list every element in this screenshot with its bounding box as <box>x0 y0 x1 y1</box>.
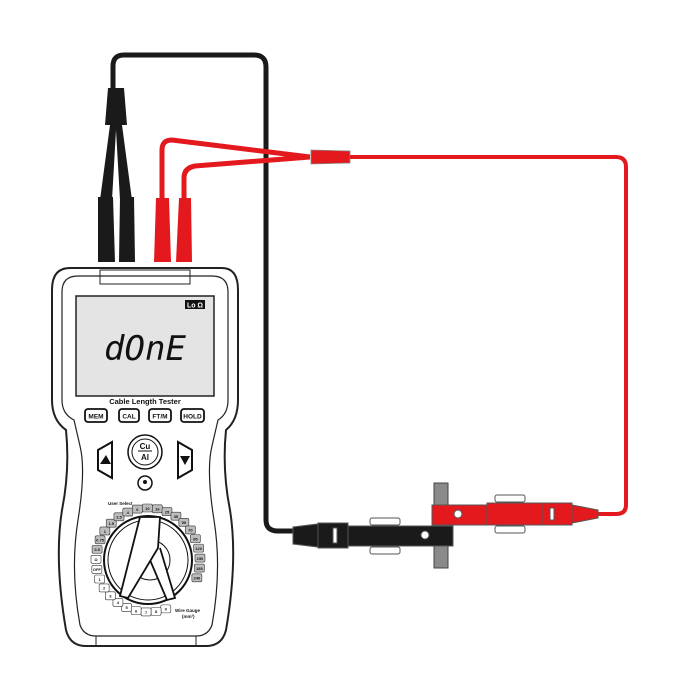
svg-text:MEM: MEM <box>88 414 103 421</box>
lcd-screen <box>75 295 215 397</box>
dial-position-0.75[interactable]: 0.75 <box>94 535 106 545</box>
svg-text:4: 4 <box>117 600 120 605</box>
svg-text:6: 6 <box>136 507 139 512</box>
dial-position-2.5[interactable]: 2.5 <box>113 512 125 522</box>
dial-position-1[interactable]: 1 <box>94 574 105 584</box>
svg-text:1: 1 <box>98 577 101 582</box>
red-plug-1 <box>154 198 171 262</box>
svg-text:0.75: 0.75 <box>96 538 105 543</box>
svg-text:OFF: OFF <box>93 567 102 572</box>
device-name: Cable Length Tester <box>109 397 181 406</box>
backlight-button[interactable] <box>137 475 153 491</box>
svg-text:Al: Al <box>141 453 149 462</box>
svg-text:5: 5 <box>125 605 128 610</box>
svg-text:4: 4 <box>127 510 130 515</box>
dial-position-1.5[interactable]: 1.5 <box>105 518 117 528</box>
mem-button[interactable]: MEM <box>84 408 108 423</box>
svg-text:7: 7 <box>145 610 148 615</box>
down-button[interactable] <box>177 440 193 480</box>
wire-gauge-label: Wire Gauge <box>175 608 200 613</box>
dial-position-70[interactable]: 70 <box>185 525 196 535</box>
cu-al-button[interactable]: Cu Al <box>127 434 163 470</box>
svg-text:2: 2 <box>103 586 106 591</box>
svg-text:FT/M: FT/M <box>152 414 167 421</box>
user-select-label: User Select <box>108 501 133 506</box>
svg-text:70: 70 <box>188 528 193 533</box>
svg-text:Cu: Cu <box>140 442 151 451</box>
mode-badge: Lo Ω <box>187 303 203 310</box>
dial-position-2[interactable]: 2 <box>98 583 110 593</box>
dial-position-9[interactable]: 9 <box>160 604 172 614</box>
ft-m-button[interactable]: FT/M <box>148 408 172 423</box>
cable-length-tester: Lo Ω dOnE Cable Length Tester MEM CAL FT… <box>51 267 239 647</box>
red-alligator-clip <box>431 494 599 534</box>
wire-gauge-unit: (mm²) <box>182 614 195 619</box>
dial-position-16[interactable]: 16 <box>152 504 163 514</box>
mode-badge-bg <box>185 300 205 309</box>
svg-text:16: 16 <box>155 507 160 512</box>
svg-text:95: 95 <box>193 536 198 541</box>
dial-position-1[interactable]: 1 <box>99 526 111 536</box>
svg-text:Ω: Ω <box>94 557 98 562</box>
red-plug-2 <box>176 198 192 262</box>
dial-position-6[interactable]: 6 <box>130 606 142 615</box>
down-arrow-icon <box>180 456 190 465</box>
svg-text:120: 120 <box>195 546 202 551</box>
dial-position-95[interactable]: 95 <box>190 534 201 543</box>
svg-text:150: 150 <box>197 556 204 561</box>
svg-text:CAL: CAL <box>122 414 135 421</box>
up-button[interactable] <box>97 440 113 480</box>
dial-position-0.5[interactable]: 0.5 <box>91 545 103 554</box>
svg-text:3: 3 <box>109 594 112 599</box>
dial-position-120[interactable]: 120 <box>193 543 204 553</box>
dial-position-25[interactable]: 25 <box>161 507 173 516</box>
dial-position-3[interactable]: 3 <box>105 591 116 601</box>
dial-position-4[interactable]: 4 <box>122 507 134 517</box>
svg-text:8: 8 <box>155 609 158 614</box>
hold-button[interactable]: HOLD <box>180 408 205 423</box>
black-plug-2 <box>119 197 135 262</box>
svg-text:240: 240 <box>194 576 201 581</box>
red-splitter <box>310 149 351 165</box>
svg-text:2.5: 2.5 <box>116 515 122 520</box>
dial-position-6[interactable]: 6 <box>132 504 143 514</box>
svg-text:35: 35 <box>174 514 179 519</box>
dial-knob <box>118 516 177 602</box>
dial-position-240[interactable]: 240 <box>191 573 203 583</box>
dial-position-Ω[interactable]: Ω <box>90 555 102 564</box>
black-plug-1 <box>98 197 115 262</box>
black-test-lead <box>98 52 296 534</box>
dial-position-50[interactable]: 50 <box>178 518 190 527</box>
bulb-icon <box>143 480 147 484</box>
dial-position-OFF[interactable]: OFF <box>91 565 103 574</box>
cal-button[interactable]: CAL <box>118 408 140 423</box>
svg-text:0.5: 0.5 <box>94 547 100 552</box>
svg-text:6: 6 <box>135 608 138 613</box>
dial-position-10[interactable]: 10 <box>142 503 153 513</box>
svg-text:9: 9 <box>165 607 168 612</box>
dial-position-35[interactable]: 35 <box>170 511 182 521</box>
dial-position-185[interactable]: 185 <box>194 563 205 573</box>
svg-text:50: 50 <box>182 520 187 525</box>
dial-position-4[interactable]: 4 <box>112 598 124 607</box>
lcd-readout: dOnE <box>104 329 186 369</box>
up-arrow-icon <box>100 455 111 464</box>
dial-position-5[interactable]: 5 <box>121 603 132 612</box>
svg-text:1: 1 <box>104 529 107 534</box>
svg-text:10: 10 <box>145 506 150 511</box>
svg-text:185: 185 <box>196 566 203 571</box>
dial-position-8[interactable]: 8 <box>150 607 162 616</box>
dial-position-150[interactable]: 150 <box>194 553 206 563</box>
svg-text:25: 25 <box>165 509 170 514</box>
dial-position-7[interactable]: 7 <box>140 607 152 617</box>
svg-text:HOLD: HOLD <box>183 414 202 421</box>
svg-text:1.5: 1.5 <box>108 521 114 526</box>
red-test-lead <box>154 137 628 516</box>
black-alligator-clip <box>292 517 454 555</box>
